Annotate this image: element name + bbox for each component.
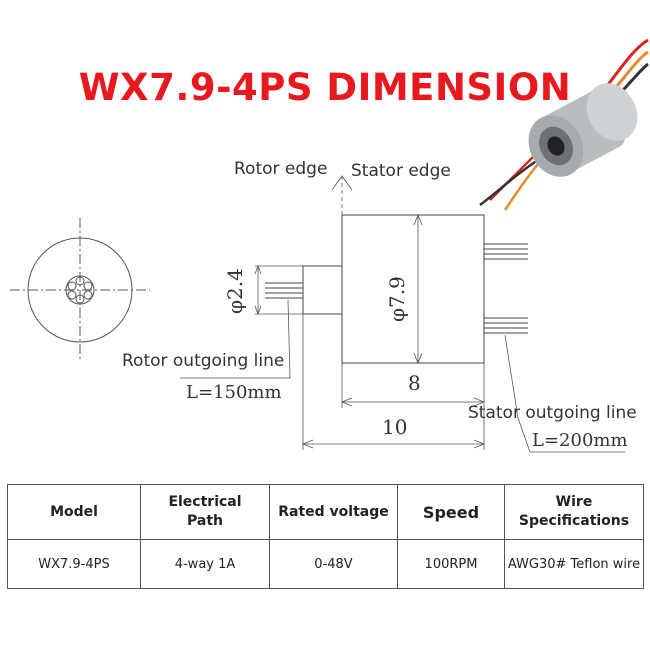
dimension-drawing: Rotor edge Stator edge φ2.4 φ7.9 8 10 Ro… <box>10 38 649 453</box>
cell-model: WX7.9-4PS <box>7 539 141 589</box>
dimension-lines <box>180 175 625 453</box>
header-wire-specifications: Wire Specifications <box>504 484 644 540</box>
side-view <box>265 214 528 364</box>
stator-outgoing-line-label: Stator outgoing line <box>468 403 637 423</box>
header-electrical-path: Electrical Path <box>140 484 270 540</box>
end-view <box>10 218 150 362</box>
table-row: WX7.9-4PS 4-way 1A 0-48V 100RPM AWG30# T… <box>7 539 644 589</box>
large-diameter-dimension: φ7.9 <box>385 276 409 322</box>
cell-speed: 100RPM <box>397 539 505 589</box>
stator-line-length: L=200mm <box>532 430 628 451</box>
rotor-line-length: L=150mm <box>186 382 282 403</box>
rotor-edge-label: Rotor edge <box>234 159 327 179</box>
header-speed: Speed <box>397 484 505 540</box>
cell-rated-voltage: 0-48V <box>269 539 398 589</box>
cell-electrical-path: 4-way 1A <box>140 539 270 589</box>
page-title: WX7.9-4PS DIMENSION <box>78 66 572 109</box>
header-model: Model <box>7 484 141 540</box>
small-diameter-dimension: φ2.4 <box>223 268 247 314</box>
table-header-row: Model Electrical Path Rated voltage Spee… <box>7 484 644 540</box>
cell-wire-specifications: AWG30# Teflon wire <box>504 539 644 589</box>
spec-table: Model Electrical Path Rated voltage Spee… <box>7 484 644 589</box>
body-length-dimension: 8 <box>408 371 421 395</box>
total-length-dimension: 10 <box>382 415 407 439</box>
rotor-outgoing-line-label: Rotor outgoing line <box>122 351 284 371</box>
stator-edge-label: Stator edge <box>351 161 451 181</box>
header-rated-voltage: Rated voltage <box>269 484 398 540</box>
slip-ring-photo-icon <box>479 38 649 211</box>
